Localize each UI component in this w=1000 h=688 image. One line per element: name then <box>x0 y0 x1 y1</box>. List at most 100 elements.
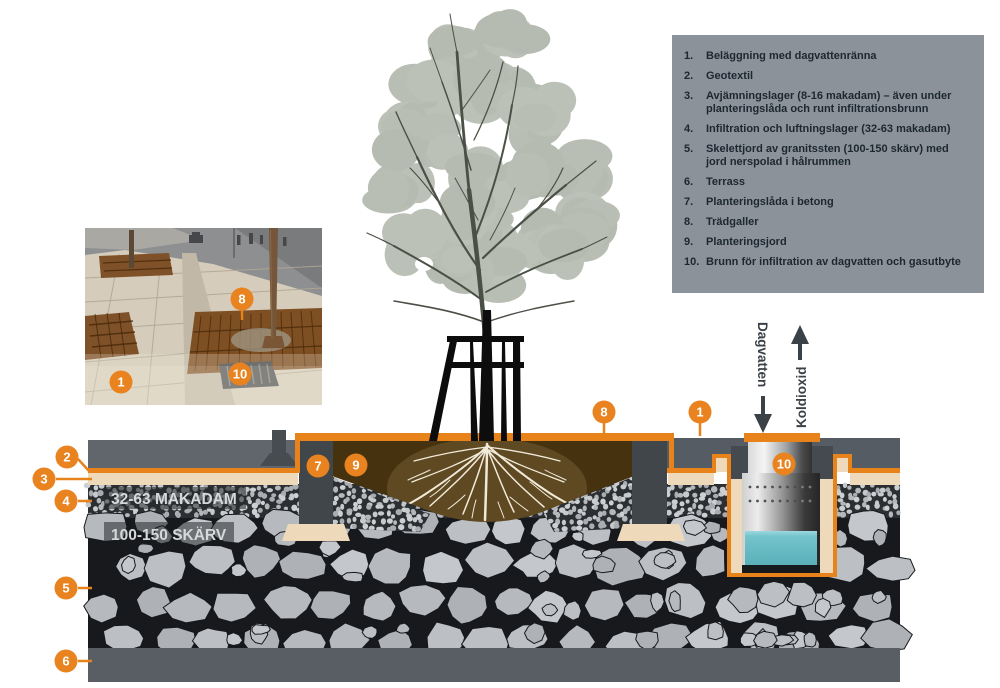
legend-item-num: 10. <box>684 255 700 268</box>
flow-arrows: Dagvatten Koldioxid <box>754 322 809 433</box>
well-cream-bump-right <box>837 458 848 472</box>
callout-number: 10 <box>233 367 247 382</box>
callouts: 2 34 5 6 7 9 8 1 10 8 10 1 <box>32 287 796 673</box>
legend-item-2: 2.Geotextil <box>684 70 972 83</box>
legend-item-num: 6. <box>684 176 694 189</box>
leveling-layer-mid <box>668 473 714 485</box>
legend-item-num: 3. <box>684 89 694 102</box>
tree-canopy <box>362 9 620 304</box>
planter-wall-right <box>632 437 667 524</box>
callout-number: 3 <box>40 472 47 487</box>
infiltration-well <box>712 433 852 577</box>
leveling-layer-left <box>88 473 298 485</box>
legend-item-8: 8. Trädgaller <box>684 216 972 229</box>
callout-circle: 3 <box>32 467 56 491</box>
legend-item-num: 9. <box>684 236 694 249</box>
well-outline <box>712 454 716 473</box>
well-outline <box>848 454 852 473</box>
legend-item-text: Terrass <box>706 176 745 189</box>
callout-number: 5 <box>62 581 69 596</box>
legend-item-num: 4. <box>684 123 694 136</box>
callout-number: 7 <box>314 459 321 474</box>
tree-stakes <box>429 336 524 441</box>
legend-item-3: 3. Avjämningslager (8-16 makadam) – även … <box>684 90 972 117</box>
legend-item-text: Skelettjord av granitssten (100-150 skär… <box>706 143 949 169</box>
callout-number: 8 <box>238 292 245 307</box>
pavement-left <box>88 440 296 468</box>
callout-number: 1 <box>696 405 703 420</box>
pedestrians <box>189 228 287 258</box>
planter-pad-right <box>617 524 685 541</box>
cross-section: 32-63 MAKADAM 100-150 SKÄRV <box>83 430 916 682</box>
legend-item-text: Planteringsjord <box>706 236 787 249</box>
legend-item-text: Avjämningslager (8-16 makadam) – även un… <box>706 89 952 116</box>
legend-item-1: 1.Beläggning med dagvattenränna <box>684 50 972 63</box>
callout-number: 9 <box>352 458 359 473</box>
legend-item-5: 5. Skelettjord av granitssten (100-150 sk… <box>684 143 972 170</box>
callout-circle: 1 <box>109 370 133 394</box>
terrace-layer <box>88 648 900 682</box>
well-outline <box>833 454 837 577</box>
tree-branches <box>366 13 608 348</box>
down-arrow-icon <box>754 396 772 433</box>
well-outline <box>727 573 837 577</box>
callout-circle: 2 <box>55 445 79 469</box>
tree-trunk <box>479 310 494 441</box>
label-plate <box>104 487 246 509</box>
legend-item-text: Trädgaller <box>706 216 759 229</box>
legend-item-10: 10. Brunn för infiltration av dagvatten o… <box>684 256 972 269</box>
callout-circle: 1 <box>688 400 712 424</box>
well-collar-right <box>812 446 833 479</box>
well-outline <box>833 454 852 458</box>
callout-circle: 8 <box>230 287 254 311</box>
post-on-pavement <box>260 430 298 466</box>
well-cream-bump-left <box>716 458 727 472</box>
label-plate <box>104 522 234 545</box>
legend-item-text: Infiltration och luftningslager (32-63 m… <box>706 123 951 136</box>
callout-number: 2 <box>63 450 70 465</box>
callout-number: 6 <box>62 654 69 669</box>
tree-roots <box>385 442 585 522</box>
tree-grate-left <box>85 312 139 360</box>
legend-item-text: Beläggning med dagvattenränna <box>706 50 877 62</box>
well-bottom-plate <box>742 565 820 573</box>
photo-tree-trunk <box>262 228 285 348</box>
callout-circles: 2 34 5 6 7 9 8 1 10 8 10 1 <box>32 287 796 673</box>
planting-soil <box>332 439 634 522</box>
legend-item-text: Planteringslåda i betong <box>706 196 834 209</box>
well-outline <box>727 454 731 577</box>
legend-item-num: 2. <box>684 69 694 82</box>
callout-circle: 9 <box>344 453 368 477</box>
street-photo <box>84 228 323 406</box>
callout-circle: 10 <box>772 452 796 476</box>
legend-item-9: 9. Planteringsjord <box>684 236 972 249</box>
legend-item-num: 8. <box>684 216 694 229</box>
legend-item-7: 7. Planteringslåda i betong <box>684 196 972 209</box>
callout-number: 1 <box>117 375 124 390</box>
legend-item-4: 4. Infiltration och luftningslager (32-63… <box>684 123 972 136</box>
callout-number: 8 <box>600 405 607 420</box>
well-water <box>745 531 817 567</box>
tree <box>362 9 620 441</box>
planter-wall-left <box>299 437 333 524</box>
planter-frame-right <box>669 433 674 473</box>
callout-circle: 4 <box>54 489 78 513</box>
legend-item-num: 7. <box>684 196 694 209</box>
aeration-layer-label: 32-63 MAKADAM <box>111 491 237 508</box>
skeleton-layer-label: 100-150 SKÄRV <box>111 527 227 544</box>
geotextile-line-right <box>850 468 900 473</box>
legend-item-text: Brunn för infiltration av dagvatten och … <box>706 255 961 268</box>
carbon-dioxide-label: Koldioxid <box>794 367 809 429</box>
geotextile-line <box>88 468 334 473</box>
planter-pad-left <box>282 524 350 541</box>
planter-frame-left <box>295 433 300 473</box>
callout-number: 4 <box>62 494 70 509</box>
callout-circle: 5 <box>54 576 78 600</box>
callout-circle: 8 <box>592 400 616 424</box>
tree-grate-upper <box>99 230 173 278</box>
callout-stems <box>56 310 702 663</box>
legend-item-num: 5. <box>684 143 694 156</box>
well-collar-left <box>731 446 748 479</box>
